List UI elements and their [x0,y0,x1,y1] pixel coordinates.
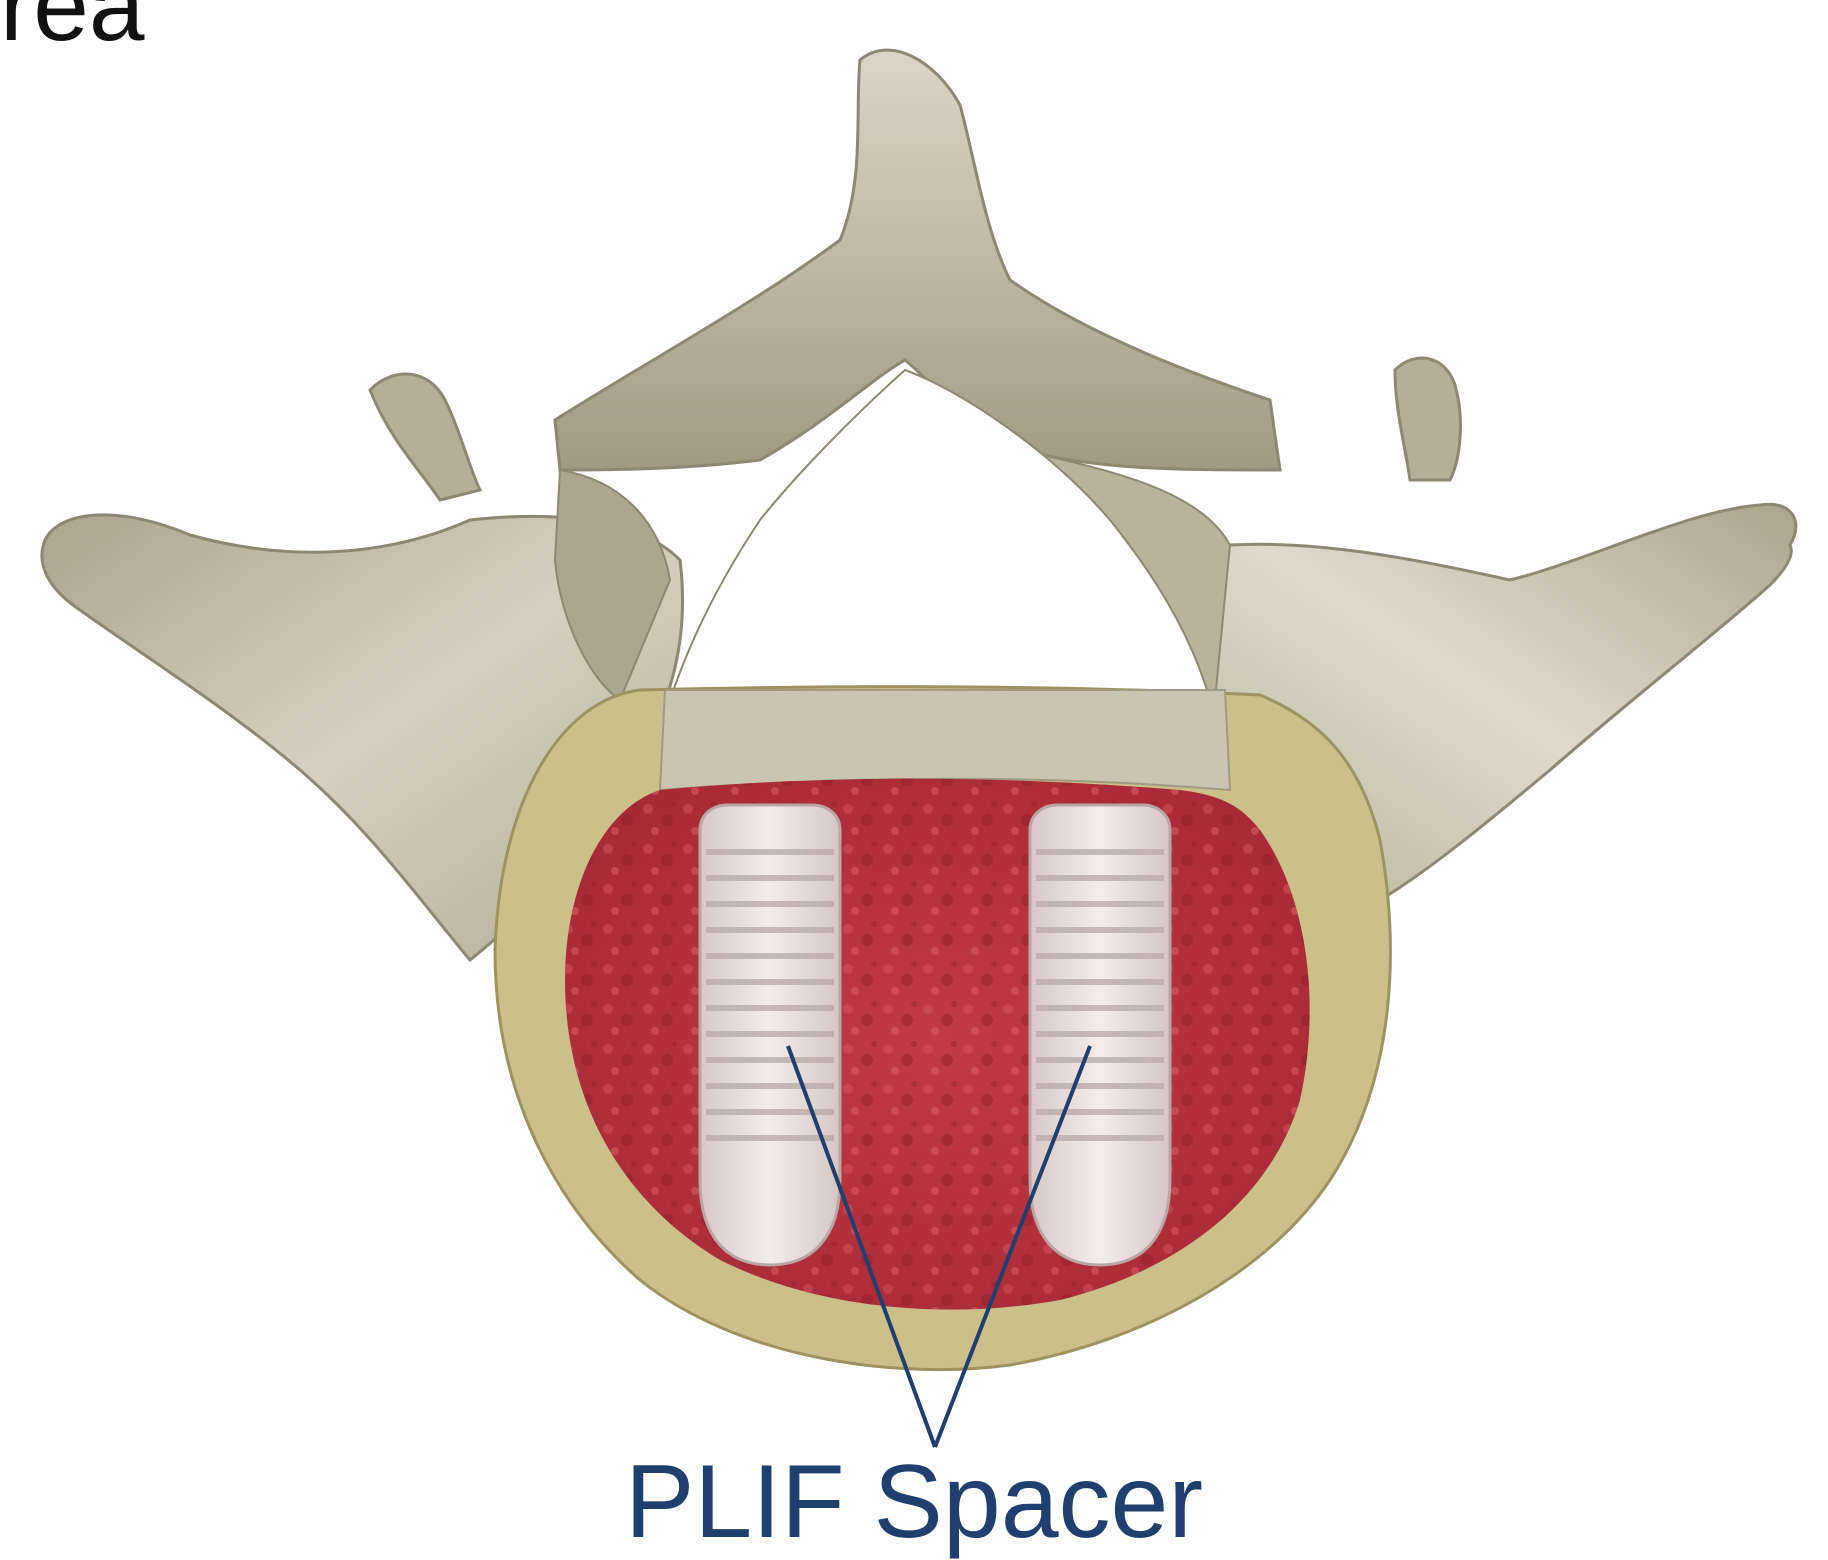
plif-spacer-label: PLIF Spacer [0,1445,1828,1559]
right-plif-spacer [1030,805,1170,1265]
left-plif-spacer [700,805,840,1265]
right-articular-process [1395,358,1460,480]
left-articular-process [370,374,480,500]
posterior-endplate-strip [660,690,1230,790]
